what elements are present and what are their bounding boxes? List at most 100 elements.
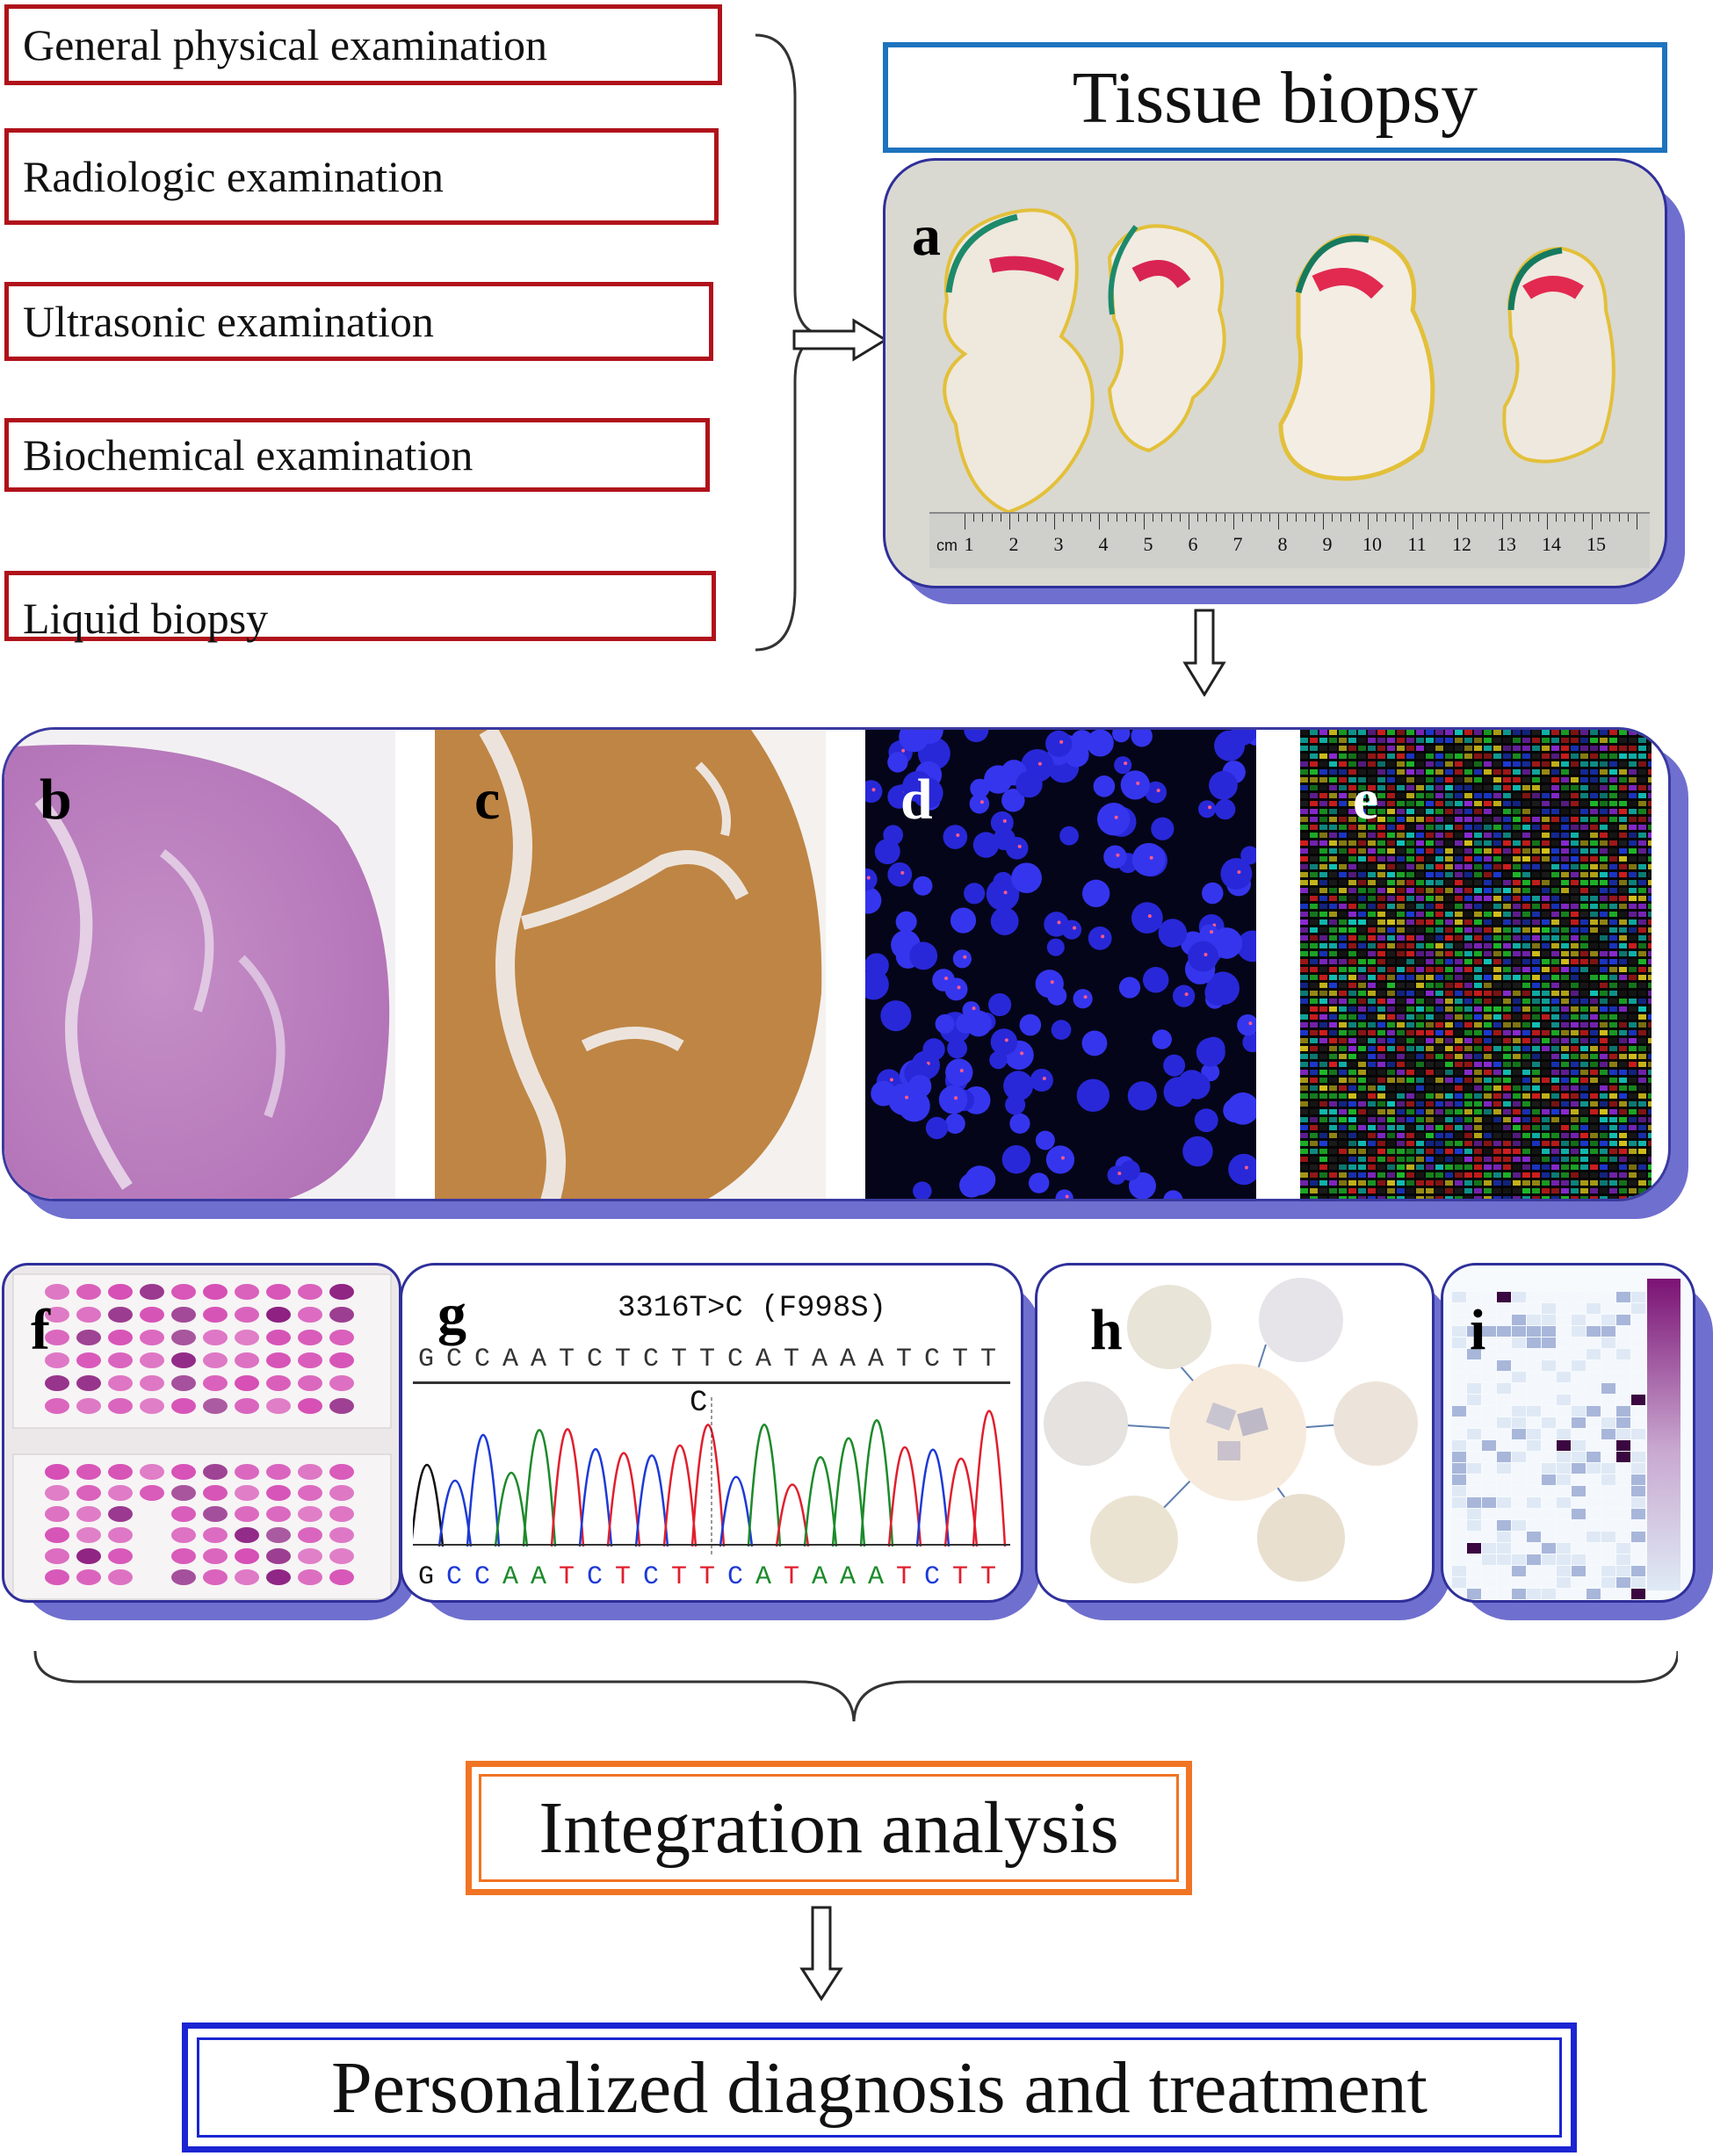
heatmap-cell xyxy=(1527,1543,1541,1554)
array-spot xyxy=(1522,1172,1530,1178)
array-spot xyxy=(1445,769,1453,775)
array-spot xyxy=(1561,1172,1569,1178)
array-spot xyxy=(1580,912,1588,917)
array-spot xyxy=(1358,959,1366,964)
array-spot xyxy=(1580,1014,1588,1020)
array-spot xyxy=(1474,833,1482,838)
array-spot xyxy=(1348,1109,1356,1114)
array-spot xyxy=(1619,1101,1627,1107)
chromatogram-peak xyxy=(690,1424,726,1547)
array-spot xyxy=(1619,1078,1627,1083)
array-spot xyxy=(1474,1149,1482,1154)
array-spot xyxy=(1310,967,1318,972)
array-spot xyxy=(1406,1149,1414,1154)
tma-spot xyxy=(203,1464,228,1480)
array-spot xyxy=(1542,825,1550,830)
heatmap-cell xyxy=(1587,1532,1601,1542)
array-spot xyxy=(1329,793,1337,798)
array-spot xyxy=(1638,951,1646,956)
array-spot xyxy=(1648,912,1652,917)
array-spot xyxy=(1484,1172,1492,1178)
array-spot xyxy=(1609,880,1617,885)
array-spot xyxy=(1638,872,1646,877)
heatmap-cell xyxy=(1587,1497,1601,1508)
array-spot xyxy=(1648,761,1652,767)
array-spot xyxy=(1406,833,1414,838)
array-spot xyxy=(1329,991,1337,996)
array-spot xyxy=(1416,1030,1424,1035)
array-spot xyxy=(1532,1046,1540,1051)
array-spot xyxy=(1348,1022,1356,1028)
array-spot xyxy=(1387,983,1395,988)
array-spot xyxy=(1377,1030,1385,1035)
array-spot xyxy=(1339,1030,1347,1035)
array-spot xyxy=(1416,1117,1424,1122)
ruler-tick-label: 5 xyxy=(1143,533,1153,555)
array-spot xyxy=(1310,825,1318,830)
tma-spot xyxy=(235,1506,259,1522)
sequence-base: T xyxy=(699,1345,716,1374)
array-spot xyxy=(1329,1038,1337,1043)
array-spot xyxy=(1358,754,1366,759)
array-spot xyxy=(1368,1157,1376,1162)
array-spot xyxy=(1484,1054,1492,1059)
array-spot xyxy=(1329,1141,1337,1146)
array-spot xyxy=(1648,1157,1652,1162)
sequence-base: C xyxy=(727,1345,744,1374)
array-spot xyxy=(1503,1078,1511,1083)
array-spot xyxy=(1339,943,1347,948)
sequence-base: A xyxy=(812,1562,828,1592)
array-spot xyxy=(1339,1157,1347,1162)
array-spot xyxy=(1638,856,1646,862)
array-spot xyxy=(1484,1030,1492,1035)
array-spot xyxy=(1426,912,1434,917)
array-spot xyxy=(1310,1133,1318,1138)
array-spot xyxy=(1629,1165,1637,1170)
array-spot xyxy=(1609,983,1617,988)
array-spot xyxy=(1474,1093,1482,1099)
array-spot xyxy=(1464,951,1472,956)
array-spot xyxy=(1551,880,1559,885)
fish-signal xyxy=(1083,995,1088,999)
tma-spot xyxy=(298,1352,322,1368)
heatmap-cell xyxy=(1601,1497,1615,1508)
array-spot xyxy=(1590,1085,1598,1091)
array-spot xyxy=(1522,1030,1530,1035)
array-spot xyxy=(1542,951,1550,956)
array-spot xyxy=(1368,746,1376,751)
array-spot xyxy=(1580,746,1588,751)
array-spot xyxy=(1580,785,1588,790)
array-spot xyxy=(1561,1180,1569,1186)
tma-spot xyxy=(266,1569,291,1585)
tma-spot xyxy=(45,1527,69,1543)
ruler-tick-label: 9 xyxy=(1322,533,1333,555)
array-spot xyxy=(1493,769,1501,775)
array-spot xyxy=(1503,1133,1511,1138)
array-spot xyxy=(1561,991,1569,996)
ruler-mark xyxy=(1125,514,1127,522)
array-spot xyxy=(1300,959,1308,964)
array-spot xyxy=(1435,825,1443,830)
array-spot xyxy=(1426,1101,1434,1107)
sequence-base: A xyxy=(868,1562,885,1592)
array-spot xyxy=(1464,896,1472,901)
array-spot xyxy=(1551,825,1559,830)
heatmap-cell xyxy=(1527,1417,1541,1428)
array-spot xyxy=(1310,1125,1318,1130)
array-spot xyxy=(1474,880,1482,885)
array-spot xyxy=(1435,777,1443,782)
fish-nucleus xyxy=(1142,966,1169,993)
heatmap-cell xyxy=(1467,1486,1481,1496)
array-spot xyxy=(1445,1046,1453,1051)
array-spot xyxy=(1368,817,1376,822)
array-spot xyxy=(1300,848,1308,854)
array-spot xyxy=(1590,1093,1598,1099)
panel-f-tissue-microarray: f xyxy=(2,1263,401,1603)
tma-spot xyxy=(76,1485,101,1501)
tma-spot xyxy=(203,1398,228,1414)
array-spot xyxy=(1310,809,1318,814)
heatmap-cell xyxy=(1631,1326,1645,1337)
array-spot xyxy=(1377,919,1385,925)
array-spot xyxy=(1580,1172,1588,1178)
array-spot xyxy=(1571,1117,1579,1122)
